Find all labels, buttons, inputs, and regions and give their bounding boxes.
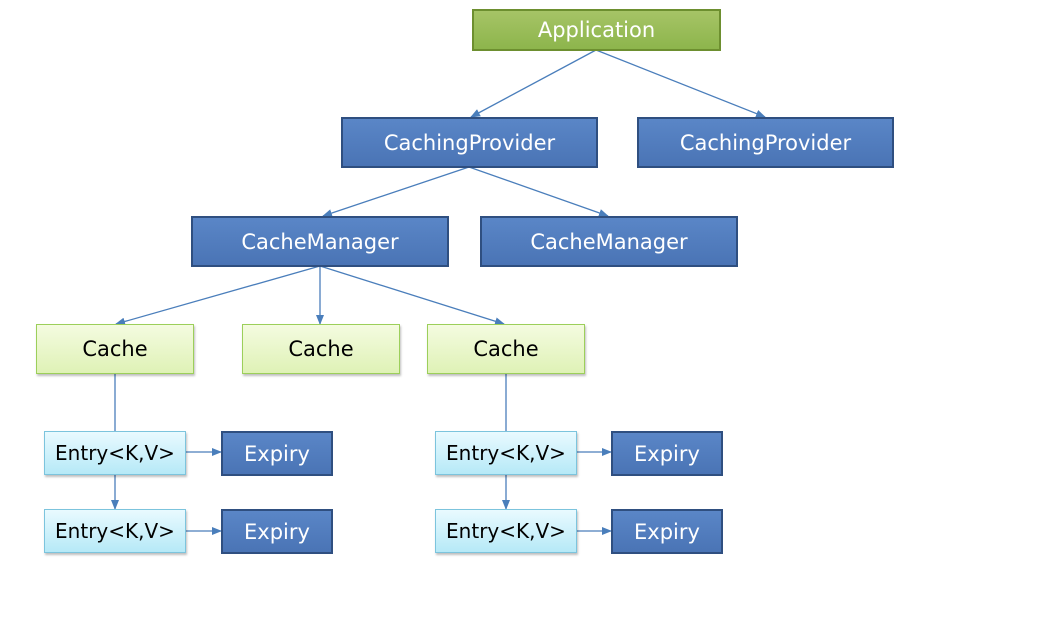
entry-label: Entry<K,V> [446,519,566,543]
entry-node-1a: Entry<K,V> [44,431,186,475]
cache-label: Cache [288,337,354,361]
cache-manager-label: CacheManager [241,229,399,254]
entry-label: Entry<K,V> [446,441,566,465]
entry-label: Entry<K,V> [55,441,175,465]
entry-node-3a: Entry<K,V> [435,431,577,475]
expiry-label: Expiry [634,441,700,466]
cache-manager-label: CacheManager [530,229,688,254]
cache-manager-node-1: CacheManager [191,216,449,267]
link-manager1-cache1 [115,265,321,326]
expiry-label: Expiry [634,519,700,544]
entry-node-1b: Entry<K,V> [44,509,186,553]
link-provider1-manager1 [322,166,470,217]
entry-label: Entry<K,V> [55,519,175,543]
entry-node-3b: Entry<K,V> [435,509,577,553]
expiry-node-1b: Expiry [221,509,333,554]
caching-provider-label: CachingProvider [679,130,852,155]
caching-provider-node-1: CachingProvider [341,117,598,168]
cache-label: Cache [82,337,148,361]
cache-node-3: Cache [427,324,585,374]
cache-node-1: Cache [36,324,194,374]
cache-label: Cache [473,337,539,361]
cache-node-2: Cache [242,324,400,374]
link-application-provider2 [595,49,766,118]
link-provider1-manager2 [468,166,609,217]
caching-provider-label: CachingProvider [383,130,556,155]
application-node: Application [472,9,721,51]
expiry-node-3b: Expiry [611,509,723,554]
caching-provider-node-2: CachingProvider [637,117,894,168]
link-application-provider1 [470,49,597,118]
cache-manager-node-2: CacheManager [480,216,738,267]
expiry-node-1a: Expiry [221,431,333,476]
expiry-node-3a: Expiry [611,431,723,476]
link-manager1-cache3 [319,265,505,326]
expiry-label: Expiry [244,441,310,466]
expiry-label: Expiry [244,519,310,544]
application-label: Application [537,18,656,42]
